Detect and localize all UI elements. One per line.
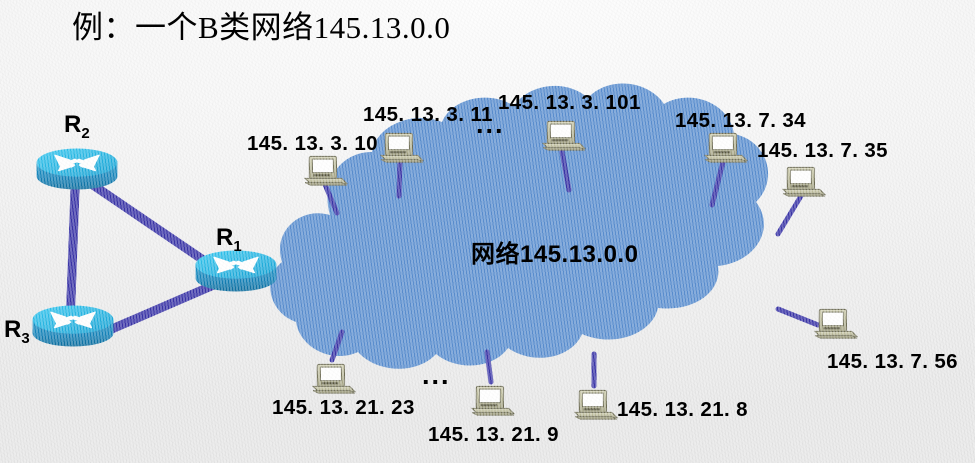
ellipsis-top: ...	[476, 109, 505, 139]
stem-145-13-3-10	[321, 179, 340, 216]
cloud-label: 网络145.13.0.0	[471, 241, 639, 268]
ip-label-145-13-21-8: 145. 13. 21. 8	[617, 398, 748, 421]
ip-label-145-13-7-35: 145. 13. 7. 35	[757, 139, 888, 162]
ip-label-145-13-3-101: 145. 13. 3. 101	[498, 91, 641, 114]
link-r2-r1	[88, 180, 220, 273]
ip-label-145-13-7-56: 145. 13. 7. 56	[827, 350, 958, 373]
router-icon-R1	[194, 249, 278, 293]
stem-145-13-21-23	[329, 329, 345, 363]
ip-label-145-13-3-11: 145. 13. 3. 11	[363, 103, 493, 126]
computer-icon-145-13-21-23	[312, 363, 356, 394]
computer-icon-145-13-7-35	[782, 166, 826, 197]
ip-label-145-13-7-34: 145. 13. 7. 34	[675, 109, 806, 132]
ip-label-145-13-21-23: 145. 13. 21. 23	[272, 396, 415, 419]
computer-icon-145-13-7-56	[814, 308, 858, 339]
stem-145-13-3-11	[396, 159, 403, 199]
router-label-R1: R1	[216, 226, 242, 254]
router-label-R2-text: R	[64, 111, 82, 138]
router-label-R2-sub: 2	[81, 124, 90, 142]
router-label-R1-text: R	[216, 224, 234, 251]
computer-icon-145-13-21-8	[574, 389, 618, 420]
router-links	[65, 180, 221, 340]
router-label-R3-sub: 3	[21, 329, 30, 347]
ip-label-145-13-21-9: 145. 13. 21. 9	[428, 423, 559, 446]
stem-145-13-3-101	[559, 149, 572, 193]
ellipsis-bottom: ...	[422, 360, 451, 390]
host-stems	[321, 149, 821, 389]
link-r3-r1	[93, 279, 221, 340]
router-icon-R2	[35, 147, 119, 191]
router-icon-R3	[31, 304, 115, 348]
page-title: 例：一个B类网络145.13.0.0	[72, 10, 451, 45]
stem-145-13-7-56	[775, 306, 821, 328]
router-label-R3-text: R	[4, 316, 22, 343]
stem-145-13-7-34	[709, 159, 726, 208]
ip-label-145-13-3-10: 145. 13. 3. 10	[247, 132, 378, 155]
router-label-R1-sub: 1	[233, 237, 242, 255]
link-r2-r3	[65, 185, 80, 331]
router-label-R3: R3	[4, 318, 30, 346]
stem-145-13-7-35	[775, 193, 804, 237]
router-label-R2: R2	[64, 113, 90, 141]
stem-145-13-21-9	[484, 349, 494, 385]
computer-icon-145-13-21-9	[471, 385, 515, 416]
